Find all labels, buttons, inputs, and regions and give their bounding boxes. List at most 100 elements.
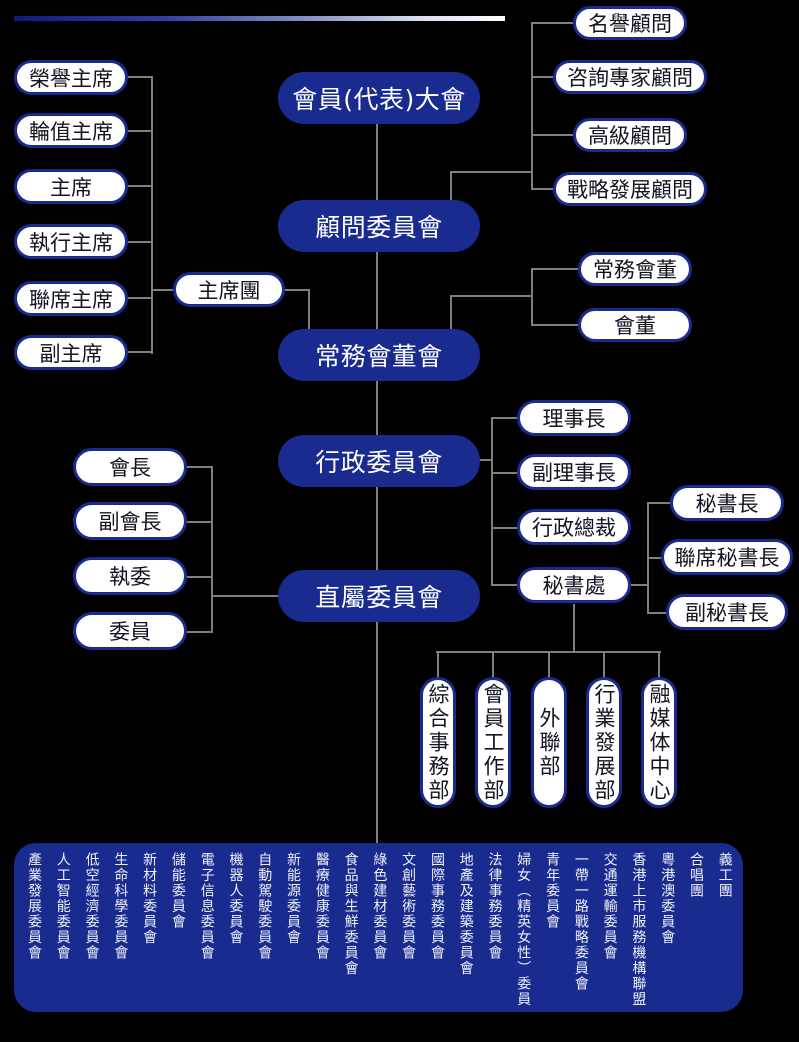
connector bbox=[647, 612, 668, 614]
connector bbox=[186, 631, 213, 633]
committee-column: 醫療健康委員會 bbox=[313, 852, 330, 961]
connector bbox=[629, 584, 649, 586]
connector bbox=[376, 124, 378, 201]
connector bbox=[186, 521, 213, 523]
node-president: 會長 bbox=[73, 448, 187, 486]
node-member: 委員 bbox=[73, 612, 187, 650]
node-chief-executive: 行政總裁 bbox=[517, 509, 631, 545]
connector bbox=[186, 576, 213, 578]
node-deputy-secretary-general: 副秘書長 bbox=[666, 594, 788, 630]
connector bbox=[450, 295, 533, 297]
committee-column: 交通運輸委員會 bbox=[601, 852, 618, 961]
committee-column: 法律事務委員會 bbox=[486, 852, 503, 961]
committee-column: 義工團 bbox=[716, 852, 733, 899]
committee-column: 人工智能委員會 bbox=[54, 852, 71, 961]
committee-column: 婦女（精英女性）委員 bbox=[515, 852, 532, 1007]
connector bbox=[531, 76, 555, 78]
node-standing-director: 常務會董 bbox=[578, 252, 692, 286]
committee-column: 國際事務委員會 bbox=[428, 852, 445, 961]
connector bbox=[478, 459, 493, 461]
committee-column: 香港上市服務機構聯盟 bbox=[630, 852, 647, 1007]
committee-column: 產業發展委員會 bbox=[26, 852, 42, 961]
node-executive-member: 執委 bbox=[73, 557, 187, 595]
node-media-center: 融媒体中心 bbox=[641, 677, 677, 808]
committee-column: 粵港澳委員會 bbox=[659, 852, 676, 945]
committee-column: 新材料委員會 bbox=[141, 852, 158, 945]
committee-column: 機器人委員會 bbox=[227, 852, 244, 945]
connector bbox=[573, 604, 575, 653]
committee-column: 自動駕駛委員會 bbox=[256, 852, 273, 961]
connector bbox=[186, 466, 213, 468]
connector bbox=[603, 651, 605, 678]
connector bbox=[126, 241, 153, 243]
connector bbox=[376, 381, 378, 436]
node-standing-board: 常務會董會 bbox=[278, 329, 480, 381]
connector bbox=[151, 289, 175, 291]
connector bbox=[450, 295, 452, 330]
committee-column: 儲能委員會 bbox=[169, 852, 186, 930]
node-external-liaison-dept: 外聯部 bbox=[531, 677, 567, 808]
committee-column: 一帶一路戰略委員會 bbox=[572, 852, 589, 992]
node-chairman: 主席 bbox=[14, 169, 128, 204]
connector bbox=[376, 252, 378, 330]
committee-column: 食品與生鮮委員會 bbox=[342, 852, 359, 976]
connector bbox=[531, 134, 575, 136]
connector bbox=[151, 76, 153, 354]
node-presidium: 主席團 bbox=[173, 272, 285, 307]
committee-column: 合唱團 bbox=[687, 852, 704, 899]
connector bbox=[126, 130, 153, 132]
connector bbox=[531, 268, 580, 270]
connector bbox=[308, 289, 310, 330]
connector bbox=[126, 185, 153, 187]
committee-column: 生命科學委員會 bbox=[112, 852, 129, 961]
connector bbox=[437, 651, 439, 678]
node-director: 會董 bbox=[578, 308, 692, 342]
connector bbox=[211, 466, 213, 633]
node-vice-council-chairman: 副理事長 bbox=[517, 454, 631, 490]
connector bbox=[450, 171, 533, 173]
connector bbox=[491, 417, 493, 586]
committee-column: 新能源委員會 bbox=[285, 852, 302, 945]
connector bbox=[658, 651, 660, 678]
connector bbox=[126, 76, 153, 78]
connector bbox=[491, 417, 519, 419]
connector bbox=[531, 22, 575, 24]
node-membership-dept: 會員工作部 bbox=[475, 677, 511, 808]
node-council-chairman: 理事長 bbox=[517, 400, 631, 436]
committee-column: 青年委員會 bbox=[544, 852, 561, 930]
committee-column: 地產及建築委員會 bbox=[457, 852, 474, 976]
node-secretary-general: 秘書長 bbox=[670, 485, 784, 521]
node-executive-committee: 行政委員會 bbox=[278, 435, 480, 487]
connector bbox=[531, 268, 533, 326]
connector bbox=[491, 472, 519, 474]
node-co-chairman: 聯席主席 bbox=[14, 281, 128, 316]
connector bbox=[491, 584, 519, 586]
node-executive-chairman: 執行主席 bbox=[14, 224, 128, 259]
connector bbox=[491, 527, 519, 529]
node-vice-president: 副會長 bbox=[73, 502, 187, 540]
node-strategic-development-advisor: 戰略發展顧問 bbox=[553, 172, 707, 206]
connector bbox=[548, 651, 550, 678]
connector bbox=[531, 324, 580, 326]
node-general-affairs-dept: 綜合事務部 bbox=[420, 677, 456, 808]
node-rotating-chairman: 輪值主席 bbox=[14, 113, 128, 148]
committee-column: 電子信息委員會 bbox=[198, 852, 215, 961]
node-member-assembly: 會員(代表)大會 bbox=[278, 72, 480, 124]
node-secretariat: 秘書處 bbox=[517, 567, 631, 603]
connector bbox=[284, 289, 310, 291]
connector bbox=[126, 351, 153, 353]
node-vice-chairman: 副主席 bbox=[14, 335, 128, 370]
connector bbox=[376, 622, 378, 843]
committee-column: 綠色建材委員會 bbox=[371, 852, 388, 961]
node-honorary-chairman: 榮譽主席 bbox=[14, 60, 128, 95]
committee-column: 文創藝術委員會 bbox=[400, 852, 417, 961]
connector bbox=[531, 22, 533, 189]
node-consulting-expert-advisor: 咨詢專家顧問 bbox=[553, 60, 707, 94]
committees-panel: 產業發展委員會 人工智能委員會 低空經濟委員會 生命科學委員會 新材料委員會 儲… bbox=[14, 843, 743, 1012]
connector bbox=[492, 651, 494, 678]
node-industry-development-dept: 行業發展部 bbox=[586, 677, 622, 808]
connector bbox=[211, 595, 280, 597]
committee-column: 低空經濟委員會 bbox=[83, 852, 100, 961]
node-senior-advisor: 高級顧問 bbox=[573, 118, 687, 152]
